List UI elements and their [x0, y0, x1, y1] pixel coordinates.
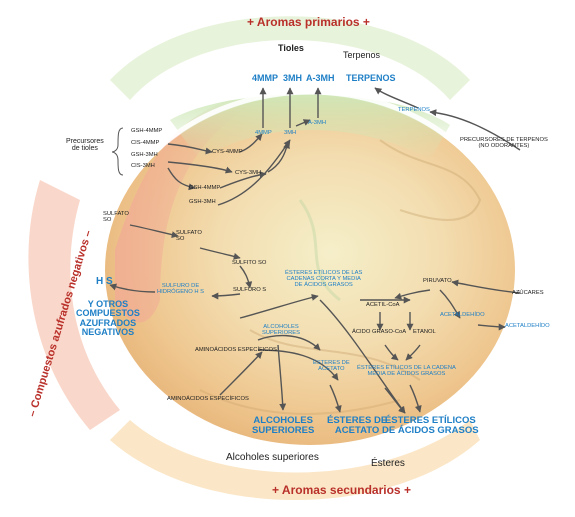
h2s-label: H S [96, 276, 113, 287]
piruvato: PIRUVATO [423, 278, 452, 284]
bottom-band [110, 420, 480, 500]
sulfuro: SULFURO S [233, 287, 267, 293]
tioles-heading: Tioles [278, 43, 304, 53]
precursor-cis-4mmp: CIS-4MMP [131, 140, 160, 146]
esteres-label: Ésteres [371, 458, 405, 469]
top-wash [170, 94, 450, 160]
secondary-aromas-title: + Aromas secundarios + [272, 483, 411, 497]
top-band [110, 16, 470, 100]
primary-aromas-title: + Aromas primarios + [247, 15, 370, 29]
acetil-coa: ACETIL-CoA [366, 302, 400, 308]
azucares: AZÚCARES [512, 290, 544, 296]
otros-compuestos: Y OTROS COMPUESTOS AZUFRADOS NEGATIVOS [76, 299, 140, 338]
left-band [28, 180, 120, 430]
product-4mmp: 4MMP [252, 73, 279, 83]
small-3mh: 3MH [284, 130, 297, 136]
gsh-4mmp: GSH-4MMP [189, 185, 221, 191]
precursor-cis-3mh: CIS-3MH [131, 163, 155, 169]
esteres-acetato-small: ÉSTERES DE ACETATO [313, 360, 350, 373]
product-a3mh: A-3MH [306, 73, 335, 83]
arrows [109, 87, 521, 414]
aminoacidos-especificos: AMINOÁCIDOS ESPECÍFICOS [195, 347, 277, 353]
left-wash [115, 100, 260, 323]
gsh-3mh: GSH-3MH [189, 199, 216, 205]
precursores-terpenos: PRECURSORES DE TERPENOS (NO ODORANTES) [460, 137, 548, 150]
small-a3mh: A-3MH [308, 120, 327, 126]
cys-4mmp: CYS-4MMP [212, 149, 243, 155]
acetaldehido: ACETALDEHÍDO [440, 312, 485, 318]
esteres-acetato-big: ÉSTERES DE ACETATO [327, 415, 388, 436]
terpenos-heading: Terpenos [343, 50, 381, 60]
sulfito: SULFITO SO [232, 260, 267, 266]
sulfato-inner: SULFATO SO [176, 230, 202, 243]
product-3mh: 3MH [283, 73, 303, 83]
precursor-gsh-4mmp: GSH-4MMP [131, 128, 163, 134]
small-4mmp: 4MMP [255, 130, 272, 136]
cys-3mh: CYS-3MH [235, 170, 262, 176]
product-terpenos: TERPENOS [346, 73, 396, 83]
esteres-cadena-media: ÉSTERES ETÍLICOS DE LA CADENA MEDIA DE Á… [357, 365, 456, 378]
alcoholes-superiores-big: ALCOHOLES SUPERIORES [252, 415, 315, 436]
alcoholes-superiores-label: Alcoholes superiores [226, 452, 319, 463]
precursor-gsh-3mh: GSH-3MH [131, 152, 158, 158]
precursores-tioles-label: Precursores de tioles [66, 138, 104, 153]
esteres-cadena-corta: ÉSTERES ETÍLICOS DE LAS CADENAS CORTA Y … [285, 270, 363, 289]
sulfato-outer: SULFATO SO [103, 211, 129, 224]
alcoholes-superiores-small: ALCOHOLES SUPERIORES [262, 324, 301, 337]
acido-graso-coa: ÁCIDO GRASO-CoA [352, 329, 407, 335]
small-terpenos: TERPENOS [398, 107, 430, 113]
etanol: ETANOL [413, 329, 436, 335]
sulfuro-hidrogeno: SULFURO DE HIDRÓGENO H S [157, 283, 205, 296]
acetaldehido-out: ACETALDEHÍDO [505, 323, 550, 329]
aminoacidos-especificos-out: AMINOÁCIDOS ESPECÍFICOS [167, 396, 249, 402]
esteres-etilicos-big: ÉSTERES ETÍLICOS DE ÁCIDOS GRASOS [382, 415, 479, 436]
